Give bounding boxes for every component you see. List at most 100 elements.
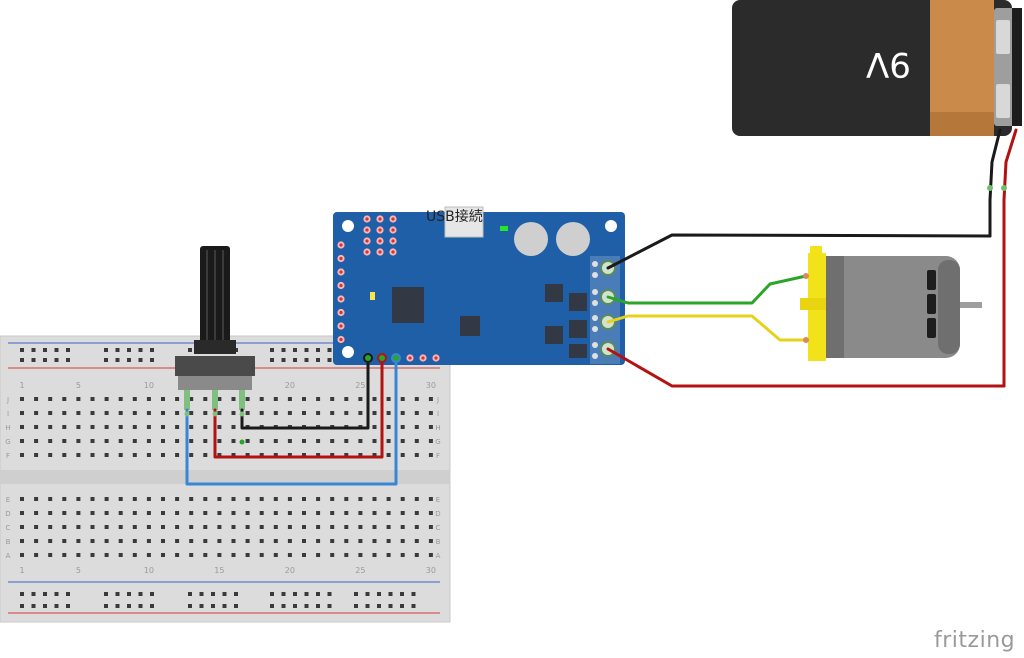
- breadboard-hole: [132, 525, 137, 529]
- breadboard-hole: [358, 497, 363, 501]
- breadboard-hole: [34, 553, 39, 557]
- breadboard-hole: [316, 348, 320, 352]
- breadboard-hole: [372, 497, 377, 501]
- breadboard-hole: [217, 539, 222, 543]
- breadboard-hole: [188, 604, 192, 608]
- breadboard-hole: [245, 525, 250, 529]
- breadboard-hole: [316, 592, 320, 596]
- wire-green-motor: [606, 274, 808, 305]
- breadboard-hole: [386, 439, 391, 443]
- wire-red-pot: [213, 356, 384, 459]
- breadboard-hole: [217, 525, 222, 529]
- breadboard-hole: [327, 348, 332, 352]
- breadboard-hole: [118, 539, 123, 543]
- breadboard-hole: [118, 553, 123, 557]
- pin-hole: [339, 283, 343, 288]
- breadboard-hole: [344, 411, 349, 415]
- breadboard-hole: [104, 425, 109, 429]
- breadboard-hole: [175, 425, 180, 429]
- breadboard-hole: [414, 453, 419, 457]
- pin-hole: [421, 356, 425, 360]
- breadboard-hole: [189, 553, 194, 557]
- breadboard-hole: [217, 453, 222, 457]
- breadboard-hole: [203, 525, 208, 529]
- breadboard-hole: [161, 439, 165, 443]
- breadboard-hole: [287, 411, 292, 415]
- breadboard-hole: [48, 453, 53, 457]
- breadboard-hole: [146, 453, 151, 457]
- wire-yellow-motor: [606, 314, 808, 342]
- breadboard-hole: [175, 411, 180, 415]
- breadboard-hole: [62, 553, 67, 557]
- breadboard-hole: [386, 397, 391, 401]
- breadboard-column-number: 20: [285, 566, 295, 575]
- breadboard-hole: [138, 592, 143, 596]
- breadboard-hole: [293, 358, 297, 362]
- breadboard-hole: [316, 453, 321, 457]
- breadboard-hole: [188, 348, 192, 352]
- breadboard-hole: [386, 511, 391, 515]
- breadboard-hole: [20, 525, 24, 529]
- breadboard-hole: [104, 497, 109, 501]
- breadboard-hole: [20, 592, 24, 596]
- breadboard-hole: [189, 439, 194, 443]
- breadboard-hole: [76, 525, 81, 529]
- breadboard-hole: [203, 497, 208, 501]
- breadboard-hole: [20, 411, 24, 415]
- breadboard-hole: [62, 453, 67, 457]
- breadboard-hole: [104, 592, 108, 596]
- breadboard-hole: [273, 539, 278, 543]
- breadboard-hole: [150, 604, 154, 608]
- breadboard-hole: [287, 497, 292, 501]
- dc-motor: [800, 246, 982, 361]
- breadboard-hole: [76, 411, 81, 415]
- breadboard-hole: [104, 539, 109, 543]
- breadboard-hole: [161, 525, 165, 529]
- breadboard-hole: [354, 604, 358, 608]
- breadboard-hole: [400, 604, 404, 608]
- breadboard-hole: [20, 539, 24, 543]
- wire-black-board-to-battery: [606, 233, 992, 270]
- breadboard-hole: [316, 411, 321, 415]
- breadboard-hole: [203, 425, 208, 429]
- breadboard-hole: [66, 358, 70, 362]
- pin-hole: [365, 239, 369, 243]
- breadboard-hole: [259, 511, 264, 515]
- breadboard-column-number: 10: [144, 566, 154, 575]
- breadboard-hole: [428, 553, 433, 557]
- breadboard-hole: [104, 358, 108, 362]
- breadboard-hole: [132, 411, 137, 415]
- breadboard-hole: [203, 511, 208, 515]
- breadboard-hole: [270, 348, 274, 352]
- wire-blue-pot: [185, 356, 398, 486]
- breadboard-hole: [161, 497, 165, 501]
- pin-hole: [434, 356, 438, 360]
- breadboard-hole: [127, 604, 131, 608]
- breadboard-hole: [189, 511, 194, 515]
- breadboard-hole: [132, 425, 137, 429]
- breadboard-row-letter: I: [7, 410, 9, 418]
- breadboard-hole: [259, 525, 264, 529]
- breadboard-hole: [245, 511, 250, 515]
- breadboard-hole: [146, 525, 151, 529]
- breadboard-hole: [273, 511, 278, 515]
- breadboard-column-number: 25: [355, 566, 365, 575]
- breadboard-hole: [90, 411, 95, 415]
- pin-hole: [339, 243, 343, 247]
- breadboard-hole: [231, 525, 236, 529]
- breadboard-hole: [90, 425, 95, 429]
- breadboard-hole: [34, 439, 39, 443]
- breadboard-hole: [245, 453, 250, 457]
- breadboard-hole: [330, 453, 335, 457]
- breadboard-hole: [175, 511, 180, 515]
- breadboard-row-letter: D: [435, 510, 440, 518]
- breadboard-hole: [203, 411, 208, 415]
- breadboard-hole: [245, 539, 250, 543]
- breadboard-column-number: 20: [285, 381, 295, 390]
- breadboard-hole: [76, 497, 81, 501]
- breadboard-hole: [234, 604, 238, 608]
- breadboard-hole: [327, 358, 332, 362]
- breadboard-hole: [161, 539, 165, 543]
- breadboard-hole: [90, 453, 95, 457]
- breadboard-hole: [388, 604, 393, 608]
